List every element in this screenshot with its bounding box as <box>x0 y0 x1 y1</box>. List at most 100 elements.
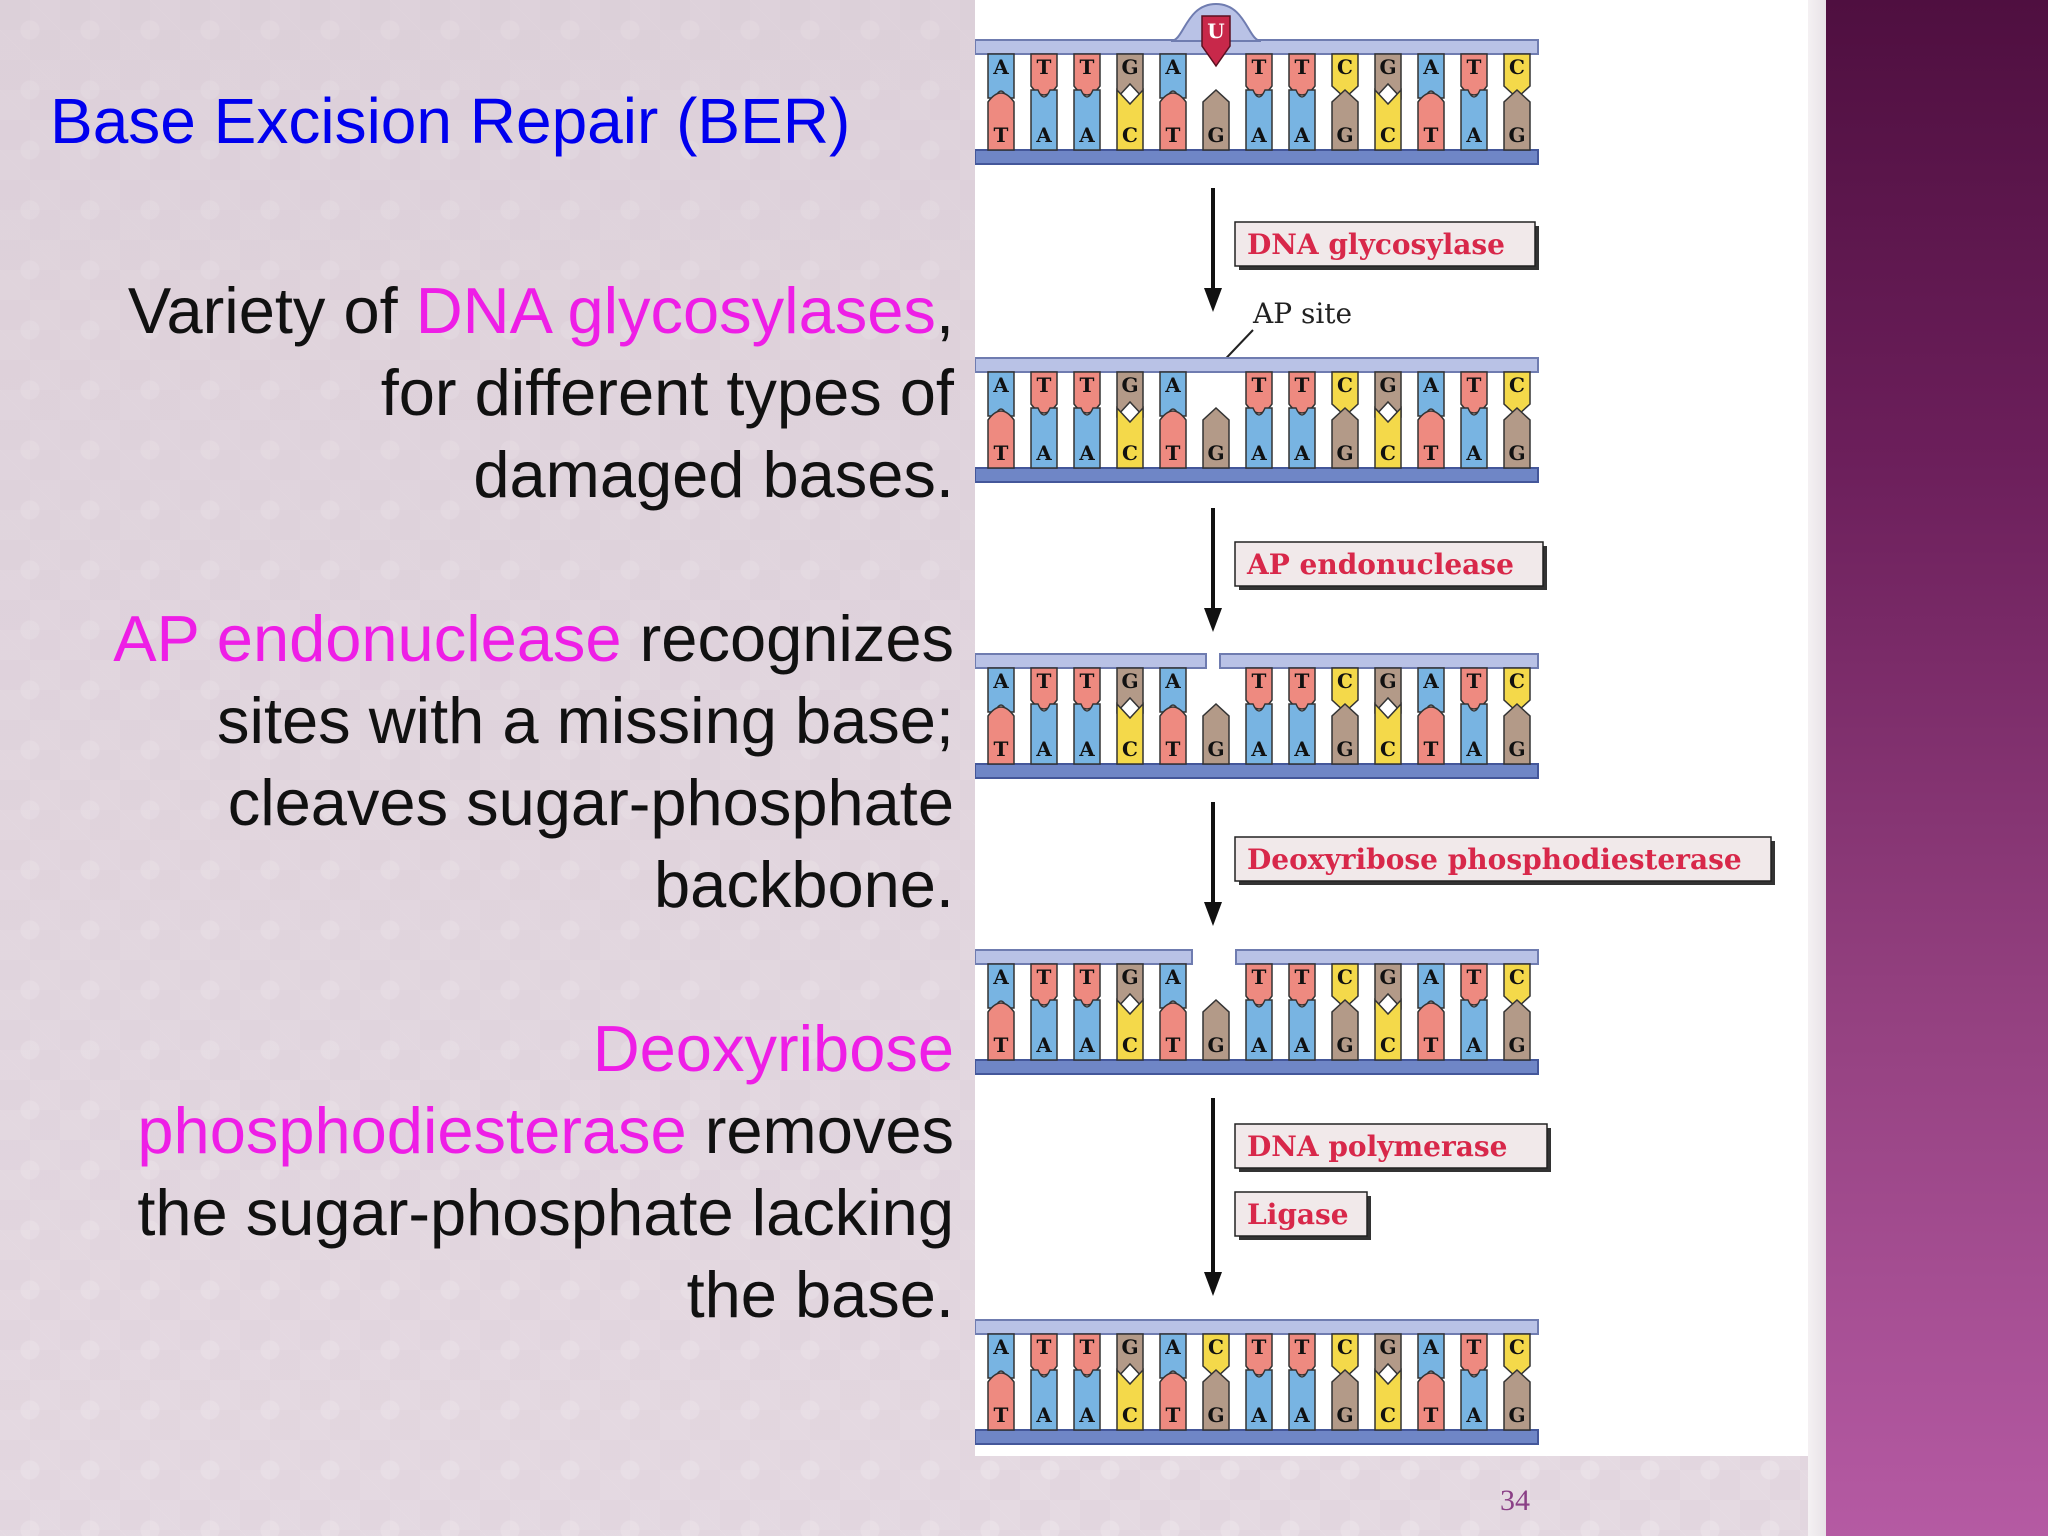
base-bottom-label-6: A <box>1250 737 1267 761</box>
base-top-label-12: C <box>1509 1335 1525 1359</box>
backbone-bottom <box>974 467 1539 483</box>
base-top-11 <box>1460 1333 1488 1376</box>
base-top-6 <box>1245 667 1273 710</box>
step-arrow-head-4 <box>1204 1272 1222 1296</box>
base-top-11 <box>1460 371 1488 414</box>
base-bottom-9 <box>1374 702 1402 765</box>
base-top-1 <box>1030 371 1058 414</box>
enzyme-ap-endonuclease-box <box>1234 541 1544 587</box>
enzyme-dna-glycosylase-box <box>1234 221 1536 267</box>
base-bottom-9 <box>1374 1368 1402 1431</box>
base-bottom-10 <box>1417 92 1445 151</box>
base-bottom-9 <box>1374 998 1402 1061</box>
base-top-11 <box>1460 53 1488 96</box>
page-number: 34 <box>1500 1484 1530 1517</box>
enzyme-dna-polymerase-label: DNA polymerase <box>1247 1130 1507 1163</box>
base-bottom-7 <box>1288 999 1316 1061</box>
base-top-8 <box>1331 53 1359 100</box>
base-top-label-10: A <box>1422 669 1439 693</box>
para1-line1-prefix: Variety of <box>127 274 416 347</box>
base-top-8 <box>1331 667 1359 714</box>
base-top-label-1: T <box>1037 373 1052 397</box>
enzyme-ligase-label: Ligase <box>1247 1198 1349 1231</box>
enzyme-dna-polymerase: DNA polymerase <box>1234 1123 1551 1172</box>
base-top-label-9: G <box>1379 55 1396 79</box>
base-bottom-label-7: A <box>1293 441 1310 465</box>
base-bottom-label-9: C <box>1380 1033 1396 1057</box>
para3-line2-suffix: removes <box>686 1094 954 1167</box>
para2-line3: cleaves sugar-phosphate <box>227 766 954 839</box>
base-bottom-6 <box>1245 89 1273 151</box>
base-bottom-label-2: A <box>1078 1033 1095 1057</box>
base-bottom-9 <box>1374 406 1402 469</box>
base-top-label-9: G <box>1379 373 1396 397</box>
base-bottom-12 <box>1503 406 1531 469</box>
base-bottom-label-6: A <box>1250 1033 1267 1057</box>
base-bottom-1 <box>1030 703 1058 765</box>
para3-line4: the base. <box>686 1258 954 1331</box>
enzyme-dna-polymerase-box <box>1234 1123 1548 1169</box>
base-top-label-0: A <box>992 669 1009 693</box>
base-top-label-8: C <box>1337 965 1353 989</box>
base-top-label-7: T <box>1295 965 1310 989</box>
base-bottom-label-1: A <box>1035 1403 1052 1427</box>
base-top-label-2: T <box>1080 373 1095 397</box>
base-bottom-label-4: T <box>1166 1033 1181 1057</box>
base-top-label-0: A <box>992 373 1009 397</box>
base-bottom-11 <box>1460 1369 1488 1431</box>
base-top-label-7: T <box>1295 669 1310 693</box>
base-bottom-label-1: A <box>1035 1033 1052 1057</box>
base-top-12 <box>1503 963 1531 1010</box>
base-top-label-4: A <box>1164 1335 1181 1359</box>
ap-site-label: AP site <box>1252 297 1352 330</box>
base-bottom-label-12: G <box>1508 123 1525 147</box>
base-top-label-10: A <box>1422 373 1439 397</box>
base-top-8 <box>1331 371 1359 418</box>
base-top-label-11: T <box>1467 373 1482 397</box>
backbone-top <box>974 39 1539 55</box>
base-bottom-3 <box>1116 702 1144 765</box>
base-bottom-label-0: T <box>994 441 1009 465</box>
base-bottom-label-2: A <box>1078 441 1095 465</box>
base-top-2 <box>1073 1333 1101 1376</box>
backbone-bottom <box>974 149 1539 165</box>
base-bottom-label-0: T <box>994 1403 1009 1427</box>
base-bottom-5 <box>1202 88 1230 151</box>
base-top-6 <box>1245 1333 1273 1376</box>
base-bottom-label-7: A <box>1293 1033 1310 1057</box>
base-bottom-5 <box>1202 1368 1230 1431</box>
base-bottom-10 <box>1417 1372 1445 1431</box>
base-top-7 <box>1288 1333 1316 1376</box>
base-bottom-5 <box>1202 998 1230 1061</box>
base-bottom-5 <box>1202 702 1230 765</box>
base-top-label-0: A <box>992 55 1009 79</box>
base-bottom-label-10: T <box>1424 1403 1439 1427</box>
base-bottom-2 <box>1073 89 1101 151</box>
base-bottom-label-12: G <box>1508 737 1525 761</box>
base-top-label-12: C <box>1509 965 1525 989</box>
base-top-label-8: C <box>1337 55 1353 79</box>
base-top-label-7: T <box>1295 1335 1310 1359</box>
base-top-11 <box>1460 963 1488 1006</box>
base-bottom-label-7: A <box>1293 123 1310 147</box>
base-top-7 <box>1288 667 1316 710</box>
base-top-label-12: C <box>1509 669 1525 693</box>
base-bottom-label-3: C <box>1122 737 1138 761</box>
base-bottom-label-4: T <box>1166 123 1181 147</box>
base-bottom-label-10: T <box>1424 737 1439 761</box>
base-top-5 <box>1202 1333 1230 1380</box>
base-top-label-3: G <box>1121 1335 1138 1359</box>
base-bottom-label-6: A <box>1250 123 1267 147</box>
base-top-6 <box>1245 371 1273 414</box>
base-bottom-label-6: A <box>1250 441 1267 465</box>
base-bottom-11 <box>1460 407 1488 469</box>
base-bottom-4 <box>1159 410 1187 469</box>
base-bottom-label-11: A <box>1465 441 1482 465</box>
base-bottom-label-2: A <box>1078 123 1095 147</box>
base-top-label-11: T <box>1467 1335 1482 1359</box>
base-bottom-label-11: A <box>1465 737 1482 761</box>
base-bottom-3 <box>1116 1368 1144 1431</box>
